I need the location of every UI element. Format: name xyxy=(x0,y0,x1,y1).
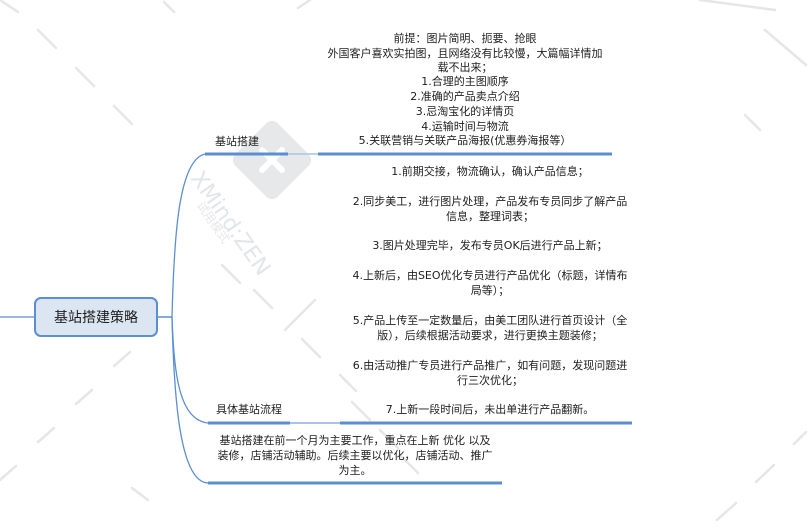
step-4-cont: 局等）； xyxy=(470,284,510,297)
step-6: 6.由活动推广专员进行产品推广，如有问题，发现问题进 xyxy=(352,359,628,372)
note-line: 载不出来； xyxy=(437,61,493,74)
note-line: 前提：图片简明、扼要、抢眼 xyxy=(393,32,537,45)
step-3: 3.图片处理完毕，发布专员OK后进行产品上新； xyxy=(372,239,608,252)
branch-label-site-building[interactable]: 基站搭建 xyxy=(215,135,259,148)
note-line: 4.运输时间与物流 xyxy=(421,120,509,133)
step-5: 5.产品上传至一定数量后，由美工团队进行首页设计（全 xyxy=(352,314,628,327)
note-line: 5.关联营销与关联产品海报(优惠券海报等） xyxy=(358,134,572,147)
step-7: 7.上新一段时间后，未出单进行产品翻新。 xyxy=(385,403,595,416)
summary-line: 为主。 xyxy=(338,464,372,477)
step-2: 2.同步美工，进行图片处理，产品发布专员同步了解产品 xyxy=(352,195,628,208)
step-4: 4.上新后，由SEO优化专员进行产品优化（标题，详情布 xyxy=(352,269,628,282)
connector-branch-1 xyxy=(171,153,206,318)
summary-line: 装修，店铺活动辅助。后续主要以优化，店铺活动、推广 xyxy=(217,449,493,462)
branch-label-site-process[interactable]: 具体基站流程 xyxy=(216,403,282,416)
step-1: 1.前期交接，物流确认，确认产品信息； xyxy=(391,165,589,178)
root-label: 基站搭建策略 xyxy=(54,310,138,326)
summary-line: 基站搭建在前一个月为主要工作，重点在上新 优化 以及 xyxy=(219,434,491,447)
root-node[interactable]: 基站搭建策略 xyxy=(34,297,158,337)
step-6-cont: 行三次优化； xyxy=(457,374,523,387)
watermark-dash xyxy=(0,0,20,14)
note-line: 外国客户喜欢实拍图，且网络没有比较慢，大篇幅详情加 xyxy=(327,47,603,60)
note-line: 3.忌淘宝化的详情页 xyxy=(415,105,515,118)
note-line: 2.准确的产品卖点介绍 xyxy=(410,90,520,103)
step-5-cont: 版），后续根据活动要求，进行更换主题装修； xyxy=(377,329,603,342)
step-2-cont: 信息，整理词表； xyxy=(446,210,534,223)
connector-branch-3 xyxy=(171,316,209,484)
note-line: 1.合理的主图顺序 xyxy=(421,75,509,88)
